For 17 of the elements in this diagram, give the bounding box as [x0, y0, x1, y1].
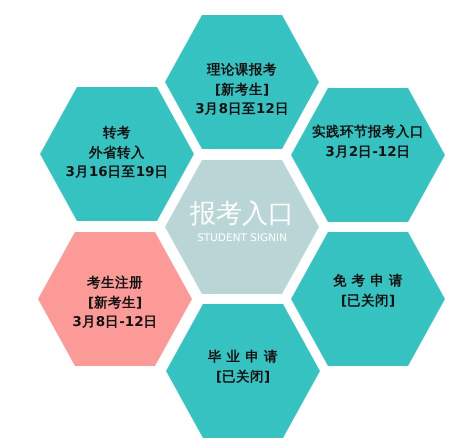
- tile-title: 毕 业 申 请: [208, 348, 278, 367]
- tile-title: 理论课报考: [207, 61, 277, 80]
- tile-detail: [已关闭]: [216, 368, 270, 386]
- tile-detail: 3月2日-12日: [325, 142, 411, 162]
- tile-detail: 3月16日至19日: [66, 163, 168, 182]
- hub-subtitle: STUDENT SIGNIN: [197, 231, 287, 246]
- tile-title: 考生注册: [87, 274, 143, 293]
- tile-detail: 3月8日至12日: [195, 100, 289, 119]
- tile-title: 实践环节报考入口: [312, 123, 424, 142]
- tile-detail: 3月8日-12日: [72, 313, 158, 332]
- tile-detail: 外省转入: [89, 144, 145, 162]
- tile-title: 免 考 申 请: [332, 272, 404, 291]
- tile-detail: [新考生]: [88, 294, 142, 312]
- hub-title: 报考入口: [190, 198, 294, 230]
- tile-title: 转考: [103, 124, 131, 143]
- tile-detail: [已关闭]: [340, 292, 396, 310]
- tile-detail: [新考生]: [214, 80, 270, 100]
